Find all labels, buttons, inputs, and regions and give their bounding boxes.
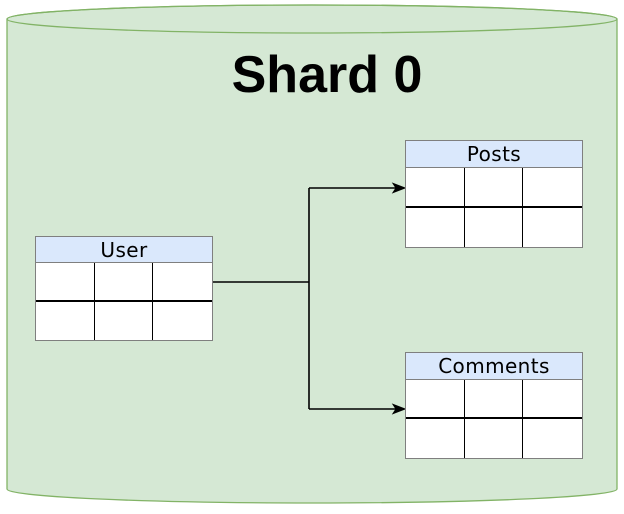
table-cell[interactable]: [523, 168, 582, 208]
table-user-header[interactable]: User: [36, 237, 212, 263]
table-cell[interactable]: [464, 419, 524, 458]
table-cell[interactable]: [406, 380, 465, 419]
table-posts-header[interactable]: Posts: [406, 141, 582, 168]
table-posts-body: [406, 168, 582, 247]
table-cell[interactable]: [406, 168, 465, 208]
table-cell[interactable]: [406, 207, 465, 247]
table-cell[interactable]: [153, 263, 212, 302]
table-comments-body: [406, 380, 582, 458]
table-user[interactable]: User: [35, 236, 213, 341]
table-cell[interactable]: [464, 168, 524, 208]
shard-title: Shard 0: [231, 46, 423, 104]
table-cell[interactable]: [464, 380, 524, 419]
cylinder-top-ellipse: [6, 4, 618, 34]
table-comments[interactable]: Comments: [405, 352, 583, 459]
table-comments-header[interactable]: Comments: [406, 353, 582, 380]
table-cell[interactable]: [406, 419, 465, 458]
table-cell[interactable]: [94, 301, 154, 340]
table-cell[interactable]: [36, 301, 95, 340]
table-user-body: [36, 263, 212, 340]
table-posts[interactable]: Posts: [405, 140, 583, 248]
table-cell[interactable]: [153, 301, 212, 340]
table-cell[interactable]: [523, 419, 582, 458]
table-cell[interactable]: [523, 380, 582, 419]
table-cell[interactable]: [523, 207, 582, 247]
table-cell[interactable]: [464, 207, 524, 247]
arrowhead-posts-icon: [391, 182, 407, 194]
table-cell[interactable]: [36, 263, 95, 302]
arrowhead-comments-icon: [391, 403, 407, 415]
table-cell[interactable]: [94, 263, 154, 302]
